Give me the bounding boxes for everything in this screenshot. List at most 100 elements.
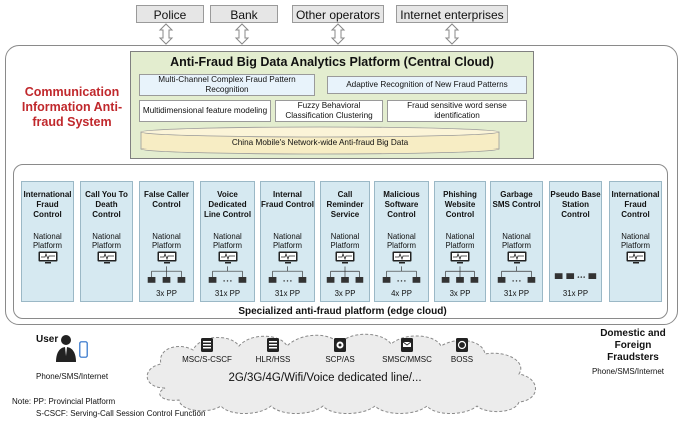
database-label: China Mobile's Network-wide Anti-fraud B… [231,138,409,147]
system-title: Communication Information Anti-fraud Sys… [21,85,123,129]
edge-cloud-title: Specialized anti-fraud platform (edge cl… [238,306,447,317]
monitor-icon [278,251,297,264]
node-hlr-hss: HLR/HSS [243,337,303,364]
double-arrow-icon [444,23,460,45]
card-platform-label: National Platform [91,232,122,250]
card-title: Garbage SMS Control [492,190,541,209]
card-title: Malicious Software Control [383,190,420,219]
node-label: SCP/AS [325,355,355,364]
card-title: Phishing Website Control [443,190,477,219]
card-pp-count: 31x PP [214,289,241,298]
card-call-reminder-service: Call Reminder Service National Platform … [320,181,370,302]
card-title: Voice Dedicated Line Control [203,190,252,219]
entity-other-operators: Other operators [292,5,384,23]
card-false-caller-control: False Caller Control National Platform 3… [139,181,194,302]
card-platform-label: National Platform [212,232,243,250]
card-title: International Fraud Control [23,190,72,219]
big-data-database: China Mobile's Network-wide Anti-fraud B… [140,126,500,156]
card-garbage-sms-control: Garbage SMS Control National Platform 31… [490,181,543,302]
capability-multichannel-recognition: Multi-Channel Complex Fraud Pattern Reco… [139,74,315,96]
card-platform-label: National Platform [501,232,532,250]
entity-police: Police [136,5,204,23]
card-pp-count: 3x PP [156,289,177,298]
phone-icon [79,341,88,358]
network-cloud [146,333,536,414]
card-phishing-website-control: Phishing Website Control National Platfo… [434,181,486,302]
server-icon [401,338,413,352]
monitor-icon [450,251,470,264]
node-label: BOSS [450,355,474,364]
server-icon [456,338,468,352]
capability-adaptive-recognition: Adaptive Recognition of New Fraud Patter… [327,76,527,94]
card-platform-label: National Platform [330,232,360,250]
user-label: User [36,334,59,345]
note-scscf: S-CSCF: Serving-Call Session Control Fun… [36,409,206,418]
double-arrow-icon [234,23,250,45]
node-boss: BOSS [432,337,492,364]
monitor-icon [38,251,57,264]
central-platform-title: Anti-Fraud Big Data Analytics Platform (… [170,55,494,69]
provincial-platform-tree-icon [382,266,421,283]
card-pp-count: 31x PP [503,289,530,298]
fraudsters-channels: Phone/SMS/Internet [591,367,665,376]
card-internal-fraud-control: Internal Fraud Control National Platform… [260,181,315,302]
provincial-platform-tree-icon [441,266,479,283]
entity-arrows [158,23,460,45]
fraudsters-label: Domestic and Foreign Fraudsters [600,328,666,363]
server-icon [267,338,279,352]
node-msc-scscf: MSC/S-CSCF [177,337,237,364]
database-cylinder-icon [140,126,500,155]
provincial-platform-row-icon [554,273,597,279]
node-smsc-mmsc: SMSC/MMSC [377,337,437,364]
card-international-fraud-control: International Fraud Control National Pla… [21,181,74,302]
card-platform-label: National Platform [272,232,303,250]
card-platform-label: National Platform [620,232,651,250]
server-icon [334,338,346,352]
monitor-icon [218,251,237,264]
capability-feature-modeling: Multidimensional feature modeling [139,100,271,122]
central-cloud-platform: Anti-Fraud Big Data Analytics Platform (… [130,51,534,159]
card-platform-label: National Platform [151,232,182,250]
provincial-platform-tree-icon [497,266,536,283]
card-pseudo-base-station-control: Pseudo Base Station Control 31x PP [549,181,602,302]
double-arrow-icon [158,23,174,45]
monitor-icon [507,251,526,264]
capability-sensitive-word: Fraud sensitive word sense identificatio… [387,100,527,122]
provincial-platform-tree-icon [326,266,364,283]
server-icon [201,338,213,352]
card-malicious-software-control: Malicious Software Control National Plat… [374,181,429,302]
user-channels: Phone/SMS/Internet [36,372,109,381]
monitor-icon [335,251,355,264]
user-person-icon [56,335,76,362]
capability-behavioral-clustering: Fuzzy Behavioral Classification Clusteri… [275,100,383,122]
card-title: Call You To Death Control [85,190,128,219]
card-title: International Fraud Control [611,190,660,219]
card-platform-label: National Platform [386,232,417,250]
card-title: Pseudo Base Station Control [550,190,601,219]
provincial-platform-tree-icon [268,266,307,283]
card-title: False Caller Control [144,190,189,209]
network-access-label: 2G/3G/4G/Wifi/Voice dedicated line/... [228,372,422,384]
monitor-icon [626,251,645,264]
card-pp-count: 3x PP [334,289,356,298]
provincial-platform-tree-icon [208,266,247,283]
card-platform-label: National Platform [445,232,475,250]
node-label: HLR/HSS [255,355,291,364]
card-platform-label: National Platform [32,232,63,250]
card-call-you-to-death-control: Call You To Death Control National Platf… [80,181,133,302]
card-pp-count: 3x PP [449,289,471,298]
monitor-icon [392,251,411,264]
card-pp-count: 31x PP [562,289,589,298]
entity-internet-enterprises: Internet enterprises [396,5,508,23]
monitor-icon [157,251,176,264]
card-international-fraud-control-2: International Fraud Control National Pla… [609,181,662,302]
card-pp-count: 31x PP [274,289,301,298]
provincial-platform-tree-icon [147,266,186,283]
note-pp: Note: PP: Provincial Platform [12,397,116,406]
monitor-icon [97,251,116,264]
card-voice-dedicated-line-control: Voice Dedicated Line Control National Pl… [200,181,255,302]
entity-bank: Bank [210,5,278,23]
node-label: SMSC/MMSC [382,355,432,364]
node-label: MSC/S-CSCF [182,355,232,364]
card-title: Call Reminder Service [326,190,364,219]
